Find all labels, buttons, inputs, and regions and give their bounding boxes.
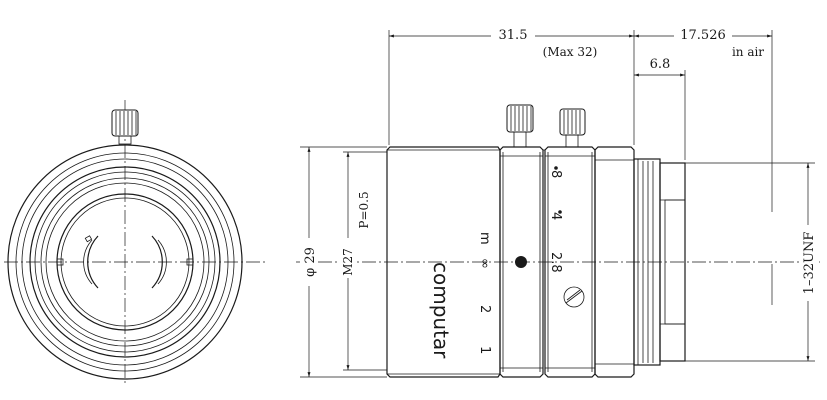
diameter-label: φ 29 bbox=[303, 247, 318, 277]
back-focus-label: 17.526 bbox=[680, 28, 726, 43]
iris-scale-dot-icon bbox=[558, 210, 562, 214]
focus-scale-1: 1 bbox=[477, 346, 492, 354]
front-barrel bbox=[386, 146, 501, 378]
iris-slotted-screw-icon bbox=[563, 286, 585, 308]
focus-ring bbox=[499, 146, 544, 378]
iris-ring bbox=[544, 146, 596, 378]
length-max-label: (Max 32) bbox=[543, 45, 598, 59]
rear-body bbox=[594, 146, 635, 378]
focus-unit-label: m bbox=[477, 232, 492, 245]
brand-label: computar bbox=[429, 262, 453, 359]
side-view: computar m ∞ 2 1 8 4 2.8 bbox=[296, 104, 820, 378]
front-retainer-right bbox=[151, 235, 163, 289]
flange-label: 6.8 bbox=[650, 57, 671, 72]
front-view bbox=[4, 100, 268, 385]
iris-scale-2-8: 2.8 bbox=[548, 252, 563, 273]
focus-scale-2: 2 bbox=[477, 305, 492, 313]
focus-index-dot-icon bbox=[515, 256, 527, 268]
iris-scale-4: 4 bbox=[548, 212, 563, 220]
front-bezel bbox=[29, 166, 221, 358]
iris-lock-knob-icon bbox=[559, 108, 586, 148]
length-label: 31.5 bbox=[499, 28, 528, 43]
front-retainer-left bbox=[87, 235, 99, 289]
filter-pitch-label: P=0.5 bbox=[357, 191, 371, 228]
back-focus-note: in air bbox=[732, 45, 764, 59]
dimension-lines bbox=[300, 30, 815, 378]
dimension-labels: 31.5 (Max 32) 17.526 in air 6.8 φ 29 M27… bbox=[300, 26, 817, 301]
front-side-tab-right bbox=[186, 258, 194, 266]
front-outer-ring bbox=[7, 144, 243, 380]
front-side-tab-left bbox=[56, 258, 64, 266]
mount-thread-label: 1–32UNF bbox=[802, 232, 817, 295]
focus-scale-infinity: ∞ bbox=[477, 258, 492, 269]
focus-lock-knob-icon bbox=[506, 104, 534, 148]
iris-scale-8: 8 bbox=[548, 170, 563, 178]
filter-thread-label: M27 bbox=[341, 248, 355, 276]
